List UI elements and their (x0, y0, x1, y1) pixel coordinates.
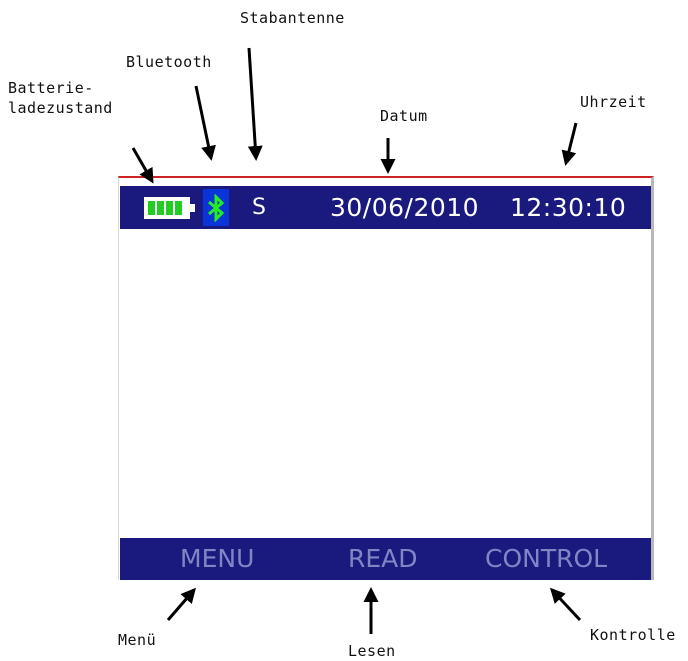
battery-level-annotation: Batterie- ladezustand (8, 78, 113, 118)
battery-annotation-line2: ladezustand (8, 99, 113, 117)
time-annotation: Uhrzeit (580, 93, 647, 111)
menu-softkey[interactable]: MENU (180, 544, 255, 573)
control-arrow (549, 587, 582, 622)
device-screen: S 30/06/2010 12:30:10 MENU READ CONTROL (118, 176, 654, 580)
bluetooth-icon (208, 194, 225, 222)
menu-arrow (166, 587, 196, 621)
battery-annotation-line1: Batterie- (8, 79, 94, 97)
softkey-bar: MENU READ CONTROL (120, 538, 651, 580)
menu-annotation: Menü (118, 631, 157, 649)
bluetooth-arrow (194, 85, 216, 161)
antenna-indicator: S (252, 195, 266, 220)
rod-antenna-annotation: Stabantenne (240, 9, 345, 27)
time-arrow (561, 122, 578, 166)
status-bar: S 30/06/2010 12:30:10 (120, 186, 651, 229)
content-area (120, 229, 651, 538)
battery-tip (190, 204, 195, 212)
battery-fill (148, 201, 184, 215)
bluetooth-annotation: Bluetooth (126, 53, 212, 71)
rod-antenna-arrow (247, 47, 263, 161)
read-annotation: Lesen (348, 642, 396, 660)
bluetooth-indicator (203, 189, 229, 226)
control-softkey[interactable]: CONTROL (485, 544, 608, 573)
control-annotation: Kontrolle (590, 626, 676, 644)
date-annotation: Datum (380, 107, 428, 125)
battery-icon (144, 197, 196, 219)
battery-body (144, 197, 190, 219)
read-softkey[interactable]: READ (348, 544, 418, 573)
date-display: 30/06/2010 (330, 193, 480, 222)
time-display: 12:30:10 (510, 193, 627, 222)
